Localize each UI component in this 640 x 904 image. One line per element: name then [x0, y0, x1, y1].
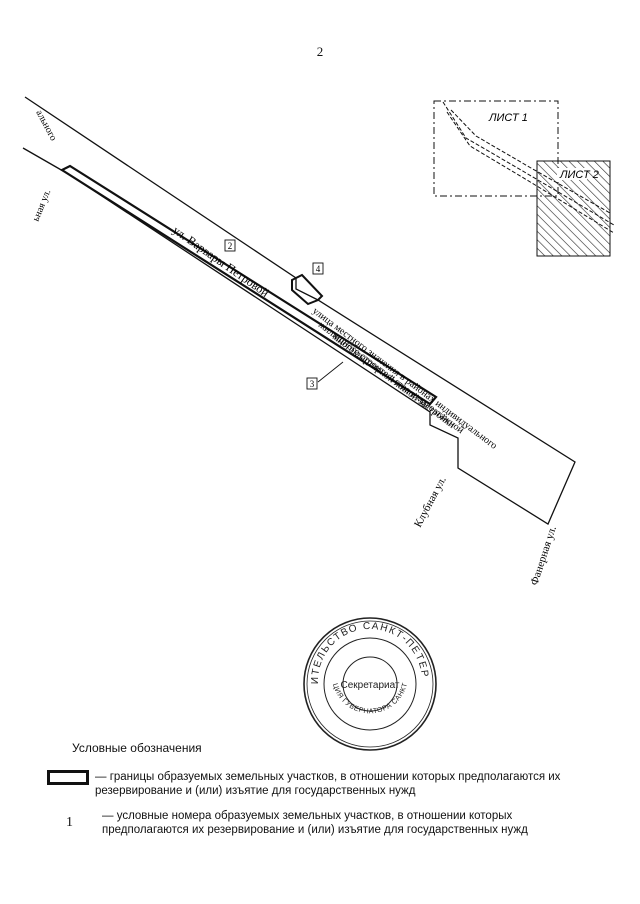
legend-item-boundaries: — границы образуемых земельных участков,… [95, 771, 561, 797]
parcel-number-3: 3 [306, 377, 318, 390]
legend-number-symbol: 1 [66, 815, 73, 830]
inset-sheet-1-frame [433, 100, 559, 197]
inset-key-map: ЛИСТ 1 ЛИСТ 2 [433, 100, 615, 257]
svg-text:улица местного значения в райо: улица местного значения в районах индиви… [310, 306, 499, 452]
page-number: 2 [316, 44, 324, 59]
svg-text:4: 4 [316, 264, 321, 274]
street-label-cut-mid: ьная ул. [31, 188, 54, 223]
parcel-3-leader [317, 361, 344, 383]
legend-item-numbers: — условные номера образуемых земельных у… [102, 810, 528, 836]
street-label-cut-top: ального [33, 108, 58, 143]
official-stamp: ПРАВИТЕЛЬСТВО САНКТ-ПЕТЕРБУРГА АДМИНИСТР… [0, 0, 437, 751]
svg-text:3: 3 [310, 379, 315, 389]
svg-text:многоквартирной жилой застройк: многоквартирной жилой застройки [330, 332, 457, 432]
inset-sheet-2-label: ЛИСТ 2 [559, 169, 599, 181]
street-label-varvary-petrovoy: ул. Варвары Петровой [170, 223, 272, 300]
street-label-fanernaya: Фанерная ул. [528, 524, 559, 587]
street-label-local-street: улица местного значения в районах индиви… [310, 306, 499, 452]
legend-title: Условные обозначения [72, 741, 202, 755]
parcel-number-4: 4 [312, 262, 324, 275]
parcel-3 [59, 164, 438, 406]
svg-text:2: 2 [228, 241, 233, 251]
parcel-4 [291, 273, 324, 306]
legend-boundary-symbol [47, 770, 89, 785]
parcel-number-2: 2 [224, 239, 236, 252]
stamp-center-text: Секретариат [340, 680, 399, 691]
road-upper-edge [24, 96, 576, 525]
inset-sheet-1-label: ЛИСТ 1 [488, 112, 528, 124]
street-label-klubnaya: Клубная ул. [412, 474, 449, 529]
inset-road-outline [442, 101, 615, 226]
